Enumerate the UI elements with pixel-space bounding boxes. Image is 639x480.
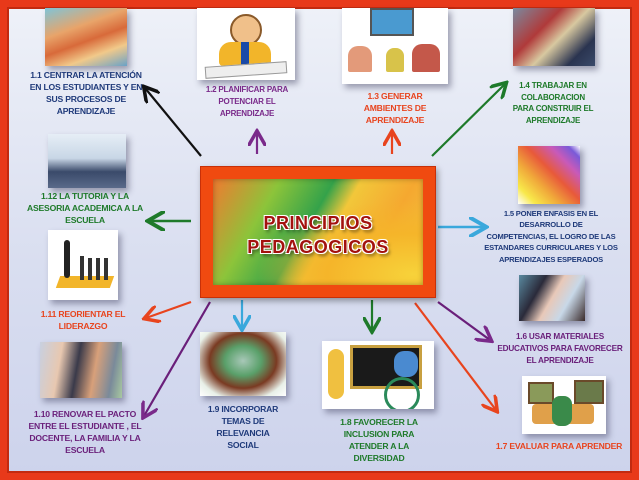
image-children-with-teacher [45,8,127,66]
central-gradient-panel: PRINCIPIOS PEDAGOGICOS [213,179,423,285]
title-line-1: PRINCIPIOS [263,213,373,233]
image-kids-at-blackboard-wheelchair [322,341,434,409]
central-title: PRINCIPIOS PEDAGOGICOS [213,211,423,259]
image-teacher-student-family [40,342,122,398]
principle-1-7-label: 1.7 EVALUAR PARA APRENDER [495,441,623,451]
image-classroom-group [522,376,606,434]
image-students-working-together [513,8,595,66]
image-classroom-with-map [342,8,448,84]
title-line-2: PEDAGOGICOS [247,237,389,257]
image-colorful-climbing-figures [518,146,580,204]
central-title-box: PRINCIPIOS PEDAGOGICOS [200,166,436,298]
image-boy-writing [197,8,295,80]
image-hands-holding-earth [200,332,286,396]
image-business-presentation [48,134,126,188]
image-girls-reading [519,275,585,321]
image-leader-figures [48,230,118,300]
